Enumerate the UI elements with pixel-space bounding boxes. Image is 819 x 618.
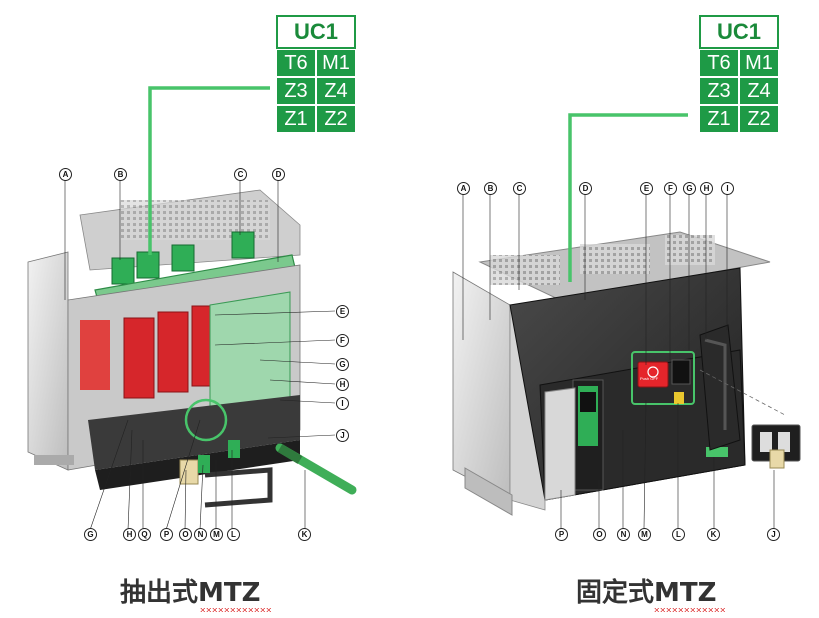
drawout-breaker-drawing [27,180,357,531]
left-callout-j: J [336,429,349,442]
left-callout-c: C [234,168,247,181]
left-callout-o: O [179,528,192,541]
left-callout-i: I [336,397,349,410]
left-callout-e: E [336,305,349,318]
left-callout-g: G [84,528,97,541]
uc1-terminal-cell: T6 [276,49,316,77]
right-callout-m: M [638,528,651,541]
right-callout-j: J [767,528,780,541]
left-callout-a: A [59,168,72,181]
uc1-terminal-cell: Z3 [699,77,739,105]
right-callout-e: E [640,182,653,195]
right-callout-k: K [707,528,720,541]
left-callout-k: K [298,528,311,541]
right-callout-f: F [664,182,677,195]
left-callout-f: F [336,334,349,347]
right-callout-d: D [579,182,592,195]
uc1-terminal-cell: Z1 [699,105,739,133]
right-callout-c: C [513,182,526,195]
right-callout-l: L [672,528,685,541]
uc1-terminal-cell: Z4 [316,77,356,105]
uc1-title: UC1 [699,15,779,49]
left-uc-leader [148,86,270,255]
right-callout-g: G [683,182,696,195]
left-callout-g: G [336,358,349,371]
right-callout-b: B [484,182,497,195]
uc1-terminal-cell: Z2 [739,105,779,133]
left-callout-n: N [194,528,207,541]
left-callout-q: Q [138,528,151,541]
right-spellcheck-underline [654,608,726,612]
right-callout-o: O [593,528,606,541]
left-callout-p: P [160,528,173,541]
left-callout-b: B [114,168,127,181]
uc1-terminal-cell: M1 [316,49,356,77]
uc1-terminal-cell: T6 [699,49,739,77]
left-callout-h: H [123,528,136,541]
left-callout-l: L [227,528,240,541]
push-off-label: Push OFF [640,376,659,381]
right-callout-a: A [457,182,470,195]
left-callout-d: D [272,168,285,181]
right-callout-i: I [721,182,734,195]
uc1-title: UC1 [276,15,356,49]
left-spellcheck-underline [200,608,272,612]
uc1-terminal-cell: Z4 [739,77,779,105]
right-callout-p: P [555,528,568,541]
right-callout-n: N [617,528,630,541]
drawout-caption: 抽出式MTZ [120,578,261,608]
left-callout-h: H [336,378,349,391]
fixed-caption: 固定式MTZ [576,578,717,608]
right-callout-h: H [700,182,713,195]
uc1-terminal-cell: M1 [739,49,779,77]
uc1-terminal-cell: Z3 [276,77,316,105]
uc1-terminal-cell: Z1 [276,105,316,133]
right-uc-leader [568,113,688,282]
fixed-breaker-drawing [452,190,801,529]
uc1-terminal-cell: Z2 [316,105,356,133]
left-callout-m: M [210,528,223,541]
